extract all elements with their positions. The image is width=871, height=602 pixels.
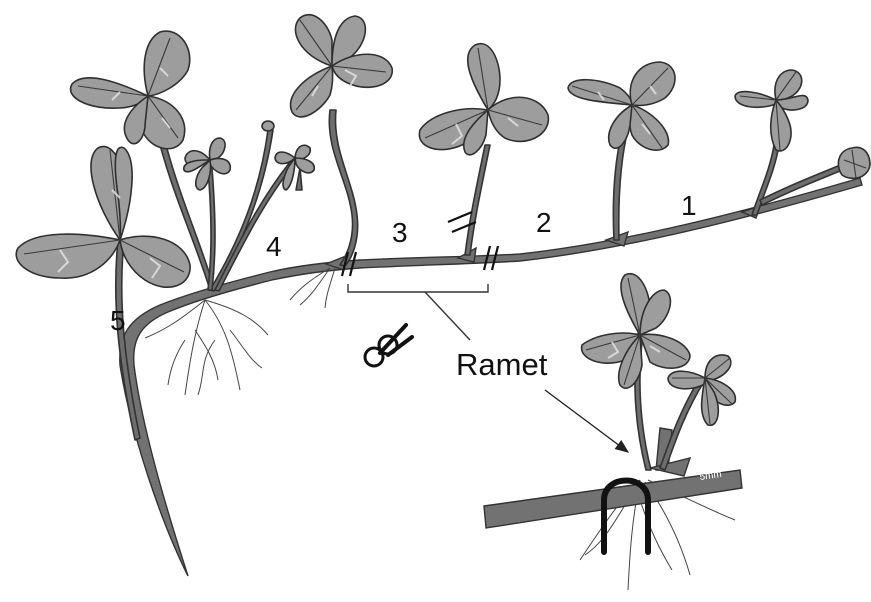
segment-label-4: 4 <box>266 231 282 262</box>
ramet-petiole <box>660 378 705 470</box>
clover-leaf <box>291 15 393 117</box>
ramet-label: Ramet <box>456 347 548 382</box>
flower-head <box>275 145 314 190</box>
terminal-bud <box>838 147 870 178</box>
clover-leaf <box>582 274 690 389</box>
segment-label-1: 1 <box>681 190 697 221</box>
clover-leaf <box>16 146 190 287</box>
ramet-sheath <box>650 458 690 476</box>
segment-label-3: 3 <box>392 217 408 248</box>
flower-stalk <box>208 168 215 290</box>
segment-label-2: 2 <box>536 207 552 238</box>
ramet-arrow <box>545 390 628 452</box>
clover-leaf <box>419 44 548 155</box>
scissors-icon <box>365 325 412 366</box>
flower-bud <box>262 121 274 131</box>
clover-leaf <box>735 70 808 151</box>
ramet-leader-line <box>425 292 470 340</box>
petiole <box>329 110 357 266</box>
ramet-bracket <box>348 284 488 292</box>
clover-leaf <box>71 31 190 149</box>
petiole <box>465 145 490 255</box>
clover-leaf <box>568 62 675 150</box>
segment-label-5: 5 <box>110 305 126 336</box>
flower-stalk <box>296 168 302 190</box>
flower-head <box>184 138 230 190</box>
